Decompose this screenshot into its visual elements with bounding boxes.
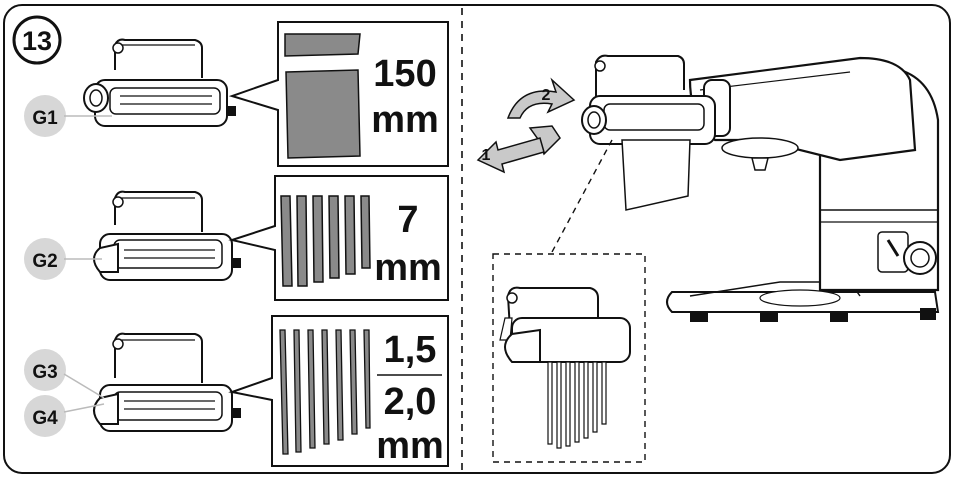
callout-g1: 150 mm bbox=[228, 21, 449, 167]
roller-attachment-g3-g4 bbox=[93, 332, 241, 432]
mounted-roller bbox=[581, 54, 716, 211]
badge-g2: G2 bbox=[24, 238, 102, 280]
arrow-label-1: 1 bbox=[482, 147, 491, 164]
size-g4: 2,0 bbox=[384, 381, 437, 423]
size-g3: 1,5 bbox=[384, 329, 437, 371]
badge-g4: G4 bbox=[24, 395, 105, 437]
badge-g1: G1 bbox=[24, 95, 112, 137]
step-number: 13 bbox=[22, 26, 52, 56]
roller-attachment-g1 bbox=[83, 38, 236, 127]
svg-text:G4: G4 bbox=[32, 408, 58, 429]
roller-attachment-g2 bbox=[93, 190, 241, 281]
unit-g3-g4: mm bbox=[376, 425, 444, 467]
callout-g2: 7 mm bbox=[228, 175, 449, 301]
size-g2: 7 bbox=[397, 199, 418, 241]
detail-roller-spaghetti bbox=[499, 286, 631, 449]
callout-g3-g4: 1,5 2,0 mm bbox=[228, 315, 449, 467]
arrow-label-2: 2 bbox=[542, 87, 551, 104]
outer-frame bbox=[3, 4, 951, 474]
badge-g3: G3 bbox=[24, 349, 105, 399]
step-badge: 13 bbox=[12, 15, 62, 65]
size-g1: 150 bbox=[373, 53, 436, 95]
stand-mixer-icon bbox=[666, 56, 940, 322]
svg-text:G2: G2 bbox=[32, 251, 57, 272]
svg-text:G3: G3 bbox=[32, 362, 57, 383]
detail-leader bbox=[551, 139, 613, 253]
unit-g1: mm bbox=[371, 99, 439, 141]
rotate-arrow-icon: 2 bbox=[506, 77, 576, 156]
unit-g2: mm bbox=[374, 247, 442, 289]
svg-text:G1: G1 bbox=[32, 108, 58, 129]
pull-arrow-icon: 1 bbox=[476, 137, 545, 174]
